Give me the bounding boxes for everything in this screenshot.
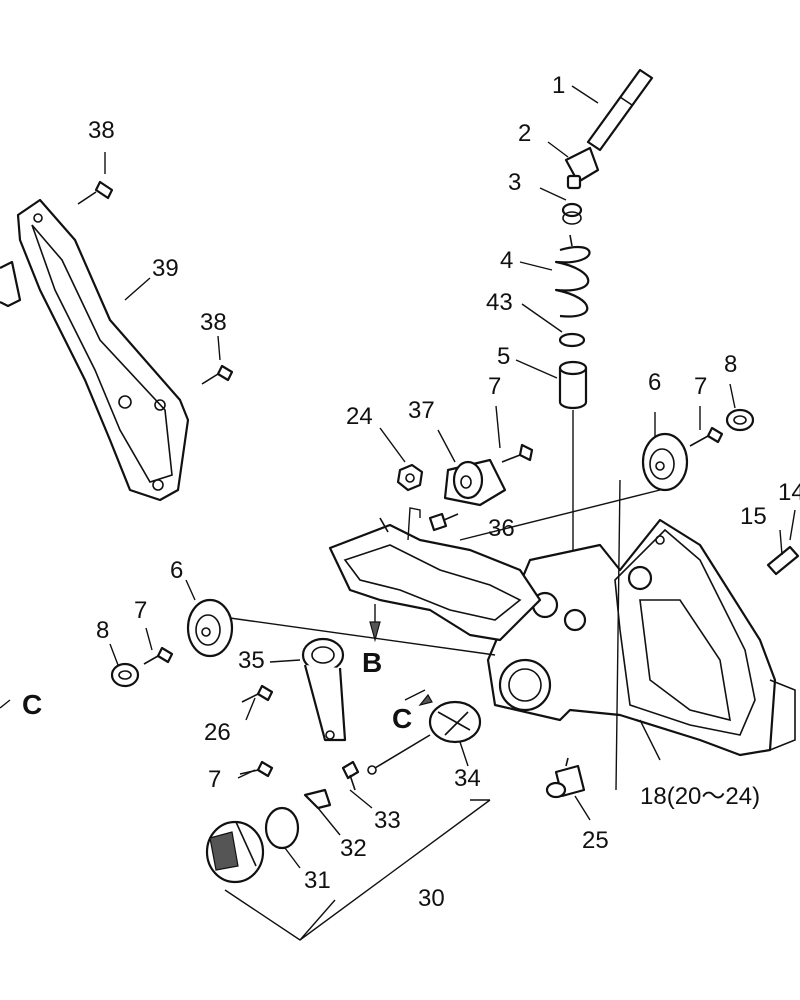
washer-part-8-right	[725, 408, 755, 432]
arrow-c	[418, 693, 433, 707]
view-marker-c-left: C	[22, 689, 42, 720]
callout-39: 39	[152, 255, 179, 282]
callout-6-left: 6	[170, 557, 183, 584]
bolt-part-7-right	[689, 426, 724, 447]
washer-part-43	[558, 332, 586, 348]
callout-7-bottom: 7	[208, 766, 221, 793]
o-ring-part-31	[264, 806, 300, 850]
bushing-part-5	[558, 360, 588, 410]
callout-8-right: 8	[724, 351, 737, 378]
view-marker-c-main: C	[392, 703, 412, 734]
callout-36: 36	[488, 515, 515, 542]
callout-30: 30	[418, 885, 445, 912]
bolt-part-7-top	[501, 443, 534, 463]
washer-part-8-left	[110, 662, 140, 688]
callout-7-top: 7	[488, 373, 501, 400]
bracket-part-35	[301, 637, 347, 742]
bolt-part-7-left	[143, 646, 174, 665]
callout-8-left: 8	[96, 617, 109, 644]
bolt-part-38-lower	[201, 364, 234, 385]
partial-part-left-edge	[0, 260, 22, 308]
bolt-part-36	[428, 512, 459, 532]
nut-part-24	[396, 463, 424, 492]
callout-15: 15	[740, 503, 767, 530]
bolt-part-38-upper	[77, 180, 114, 205]
callout-18: 18(20～24)	[640, 783, 760, 810]
callout-25: 25	[582, 827, 609, 854]
callout-7-right: 7	[694, 373, 707, 400]
callout-5: 5	[497, 343, 510, 370]
callout-2: 2	[518, 120, 531, 147]
leader-lines	[0, 85, 796, 941]
callout-14: 14	[778, 479, 800, 506]
callout-43: 43	[486, 289, 513, 316]
callout-32: 32	[340, 835, 367, 862]
callout-7-left: 7	[134, 597, 147, 624]
clip-part-32	[303, 788, 332, 810]
callout-33: 33	[374, 807, 401, 834]
pin-part-15	[766, 545, 800, 576]
callout-35: 35	[238, 647, 265, 674]
screw-part-33	[341, 760, 360, 791]
view-marker-b: B	[362, 647, 382, 678]
callout-24: 24	[346, 403, 373, 430]
rubber-mount-part-6-right	[641, 432, 689, 492]
fitting-part-25	[545, 757, 586, 799]
arrow-b	[369, 621, 381, 643]
nut-part-3	[561, 202, 583, 225]
callout-4: 4	[500, 247, 513, 274]
bolt-part-7-bottom	[239, 760, 274, 778]
grommet-part-34	[367, 700, 482, 775]
joint-part-2	[564, 146, 600, 190]
callout-34: 34	[454, 765, 481, 792]
callout-38-lower: 38	[200, 309, 227, 336]
handle-part-39	[16, 198, 190, 502]
callout-37: 37	[408, 397, 435, 424]
callout-6-right: 6	[648, 369, 661, 396]
callout-31: 31	[304, 867, 331, 894]
callout-26: 26	[204, 719, 231, 746]
callout-1: 1	[552, 72, 565, 99]
callout-3: 3	[508, 169, 521, 196]
cap-part-30	[205, 820, 265, 884]
rubber-mount-part-6-left	[186, 598, 234, 658]
bolt-part-26	[241, 684, 274, 703]
callout-38-upper: 38	[88, 117, 115, 144]
spring-part-4	[554, 234, 591, 318]
bracket-arm	[328, 517, 542, 642]
frame-part-18	[486, 518, 796, 757]
mount-part-37	[443, 458, 507, 507]
rod-part-1	[586, 68, 654, 152]
